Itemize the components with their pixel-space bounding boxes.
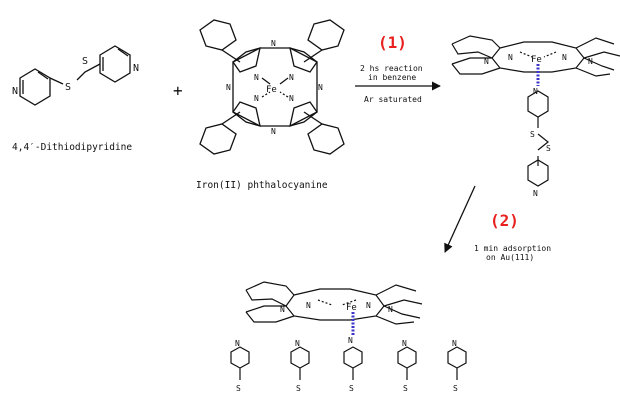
nitrogen-label: N [484, 57, 489, 66]
step1-condition: 2 hs reaction [360, 64, 423, 73]
nitrogen-label: N [348, 336, 353, 345]
nitrogen-label: N [12, 86, 18, 97]
step1-number: (1) [378, 33, 407, 52]
sulfur-label: S [403, 384, 408, 393]
step2-arrow [444, 185, 476, 253]
nitrogen-label: N [452, 339, 457, 348]
nitrogen-label: N [235, 339, 240, 348]
pyridine-ring-right [99, 45, 131, 83]
sulfur-label: S [453, 384, 458, 393]
iron-center-label: Fe [531, 55, 542, 65]
nitrogen-label: N [318, 83, 323, 92]
benzo-ring [307, 19, 345, 51]
nitrogen-label: N [508, 53, 513, 62]
nitrogen-label: N [289, 94, 294, 103]
sulfur-label: S [296, 384, 301, 393]
nitrogen-label: N [295, 339, 300, 348]
nitrogen-label: N [271, 127, 276, 136]
sulfur-label: S [236, 384, 241, 393]
reactant2-name: Iron(II) phthalocyanine [196, 180, 328, 191]
benzo-ring [199, 123, 237, 155]
fepc-pyridine-adduct-structure [451, 35, 620, 187]
nitrogen-label: N [254, 73, 259, 82]
step2-number: (2) [490, 211, 519, 230]
nitrogen-label: N [588, 57, 593, 66]
iron-center-label: Fe [266, 85, 277, 95]
axial-pyridine-ring [527, 90, 549, 118]
step2-condition: 1 min adsorption [474, 244, 551, 253]
sulfur-label: S [546, 144, 551, 153]
iron-center-label: Fe [346, 303, 357, 313]
nitrogen-label: N [289, 73, 294, 82]
plus-sign: + [173, 81, 183, 100]
step1-condition: in benzene [368, 73, 416, 82]
benzo-ring [307, 123, 345, 155]
nitrogen-label: N [280, 305, 285, 314]
nitrogen-label: N [133, 63, 139, 74]
nitrogen-label: N [254, 94, 259, 103]
nitrogen-label: N [402, 339, 407, 348]
nitrogen-label: N [226, 83, 231, 92]
pyridine-ring [527, 159, 549, 187]
nitrogen-label: N [562, 53, 567, 62]
nitrogen-label: N [533, 87, 538, 96]
reactant1-name: 4,4′-Dithiodipyridine [12, 142, 132, 153]
pyridine-ring-left [19, 68, 51, 106]
fe-phthalocyanine-structure [199, 19, 345, 155]
thiopyridine-monolayer [230, 346, 467, 380]
sulfur-label: S [349, 384, 354, 393]
sulfur-label: S [530, 130, 535, 139]
step1-condition: Ar saturated [364, 95, 422, 104]
adsorbed-fepc-structure [245, 281, 423, 325]
sulfur-label: S [82, 56, 88, 67]
nitrogen-label: N [366, 301, 371, 310]
nitrogen-label: N [306, 301, 311, 310]
nitrogen-label: N [388, 305, 393, 314]
benzo-ring [199, 19, 237, 51]
dithiodipyridine-structure [19, 45, 131, 106]
nitrogen-label: N [533, 189, 538, 198]
step2-condition: on Au(111) [486, 253, 534, 262]
nitrogen-label: N [271, 39, 276, 48]
sulfur-label: S [65, 82, 71, 93]
